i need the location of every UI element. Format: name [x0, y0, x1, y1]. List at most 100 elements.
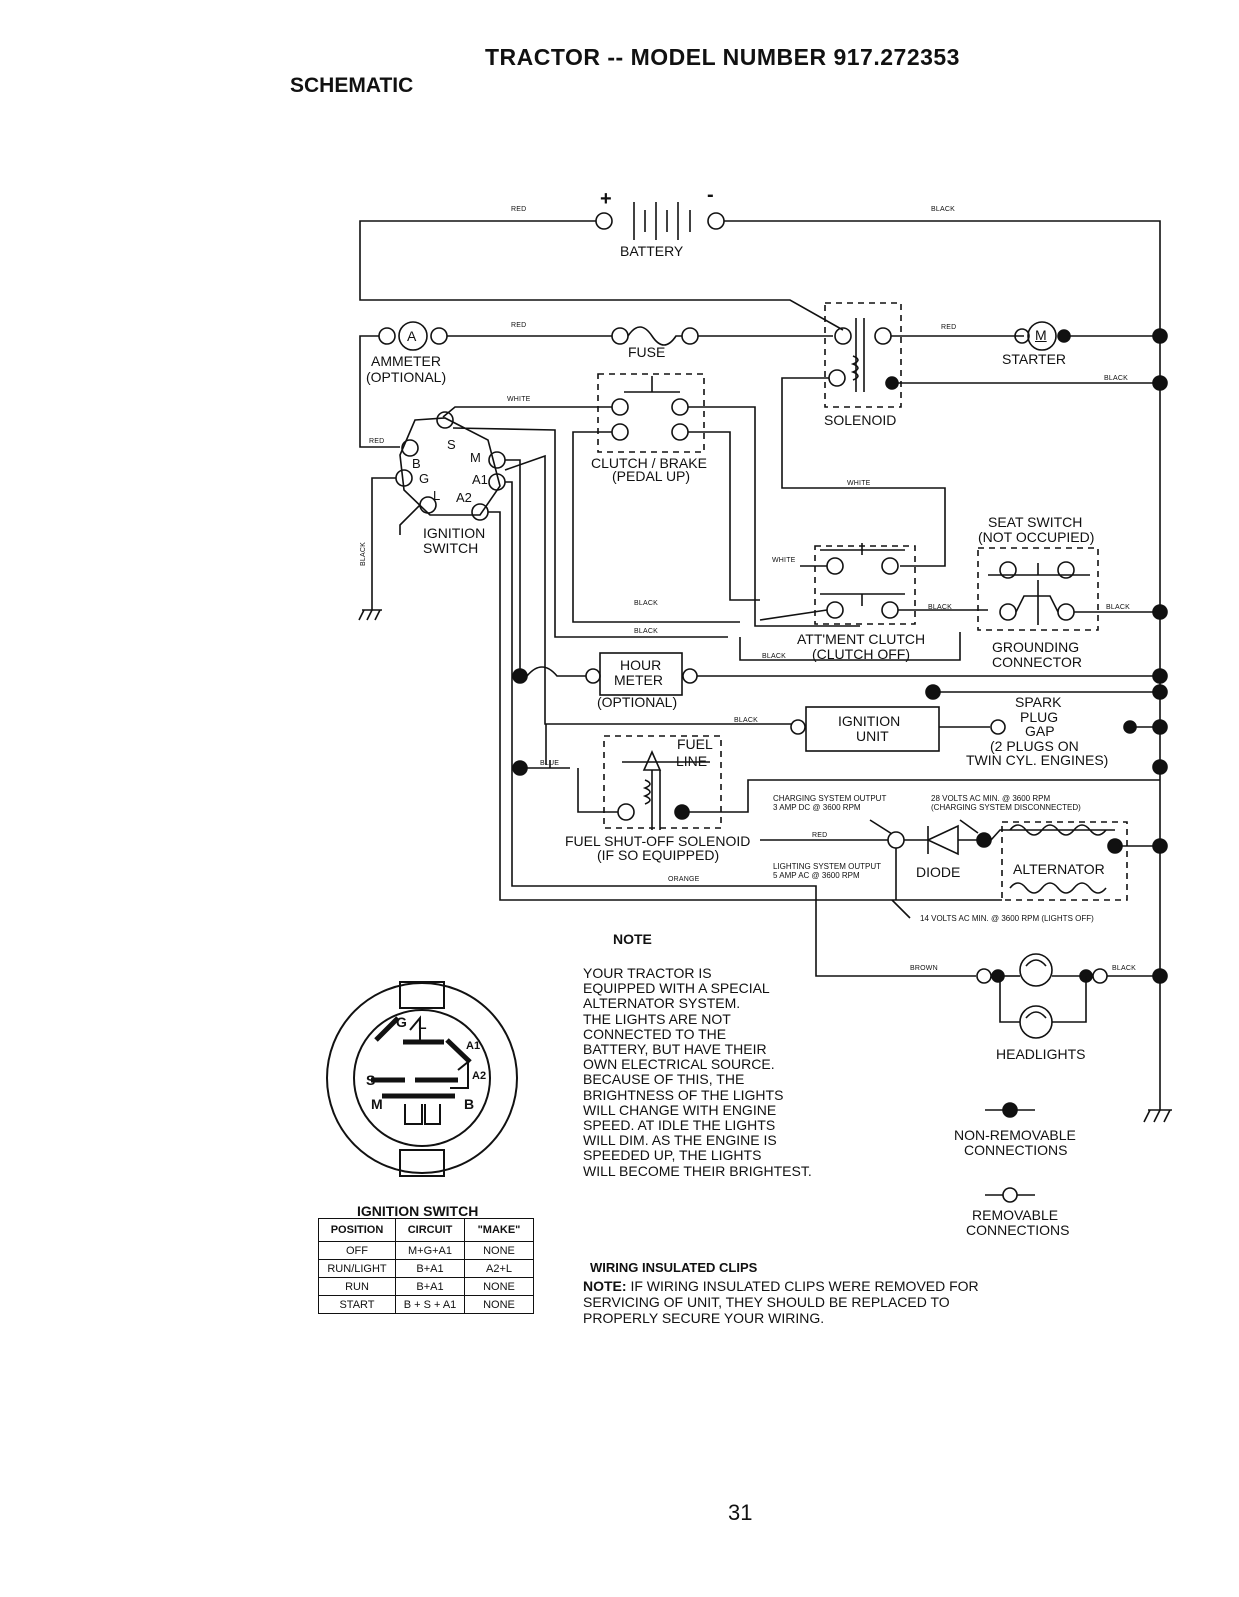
non-removable-label: NON-REMOVABLE [954, 1127, 1076, 1143]
table-cell: RUN/LIGHT [318, 1259, 396, 1278]
page-subtitle: SCHEMATIC [290, 74, 414, 97]
table-cell: START [318, 1295, 396, 1314]
table-header: POSITION [318, 1218, 396, 1242]
note-line: SPEED. AT IDLE THE LIGHTS [583, 1117, 776, 1134]
ignition-switch-symbol [395, 411, 506, 521]
term-a1: A1 [472, 472, 488, 487]
clips-line: IF WIRING INSULATED CLIPS WERE REMOVED F… [626, 1278, 979, 1294]
battery-symbol [595, 202, 725, 240]
note-line: BECAUSE OF THIS, THE [583, 1071, 745, 1088]
table-cell: B+A1 [395, 1277, 465, 1296]
table-row: START B + S + A1 NONE [318, 1295, 534, 1314]
wire-label-black: BLACK [360, 542, 367, 566]
fuel-line-label2: LINE [676, 753, 708, 769]
wire-label-white: WHITE [507, 396, 531, 403]
seat-switch-sub: (NOT OCCUPIED) [978, 529, 1095, 545]
term-b: B [412, 456, 421, 471]
table-cell: NONE [464, 1241, 534, 1260]
ignition-table-title: IGNITION SWITCH [357, 1203, 479, 1219]
removable-label: REMOVABLE [972, 1207, 1059, 1223]
term-a2: A2 [456, 490, 472, 505]
wire-label-orange: ORANGE [668, 876, 700, 883]
page-number: 31 [728, 1500, 753, 1525]
wire-label-black: BLACK [928, 604, 952, 611]
conn-m: M [371, 1096, 383, 1112]
note-line: SPEEDED UP, THE LIGHTS [583, 1147, 762, 1164]
wire-label-black: BLACK [762, 653, 786, 660]
term-s: S [447, 437, 456, 452]
fuse-label: FUSE [628, 344, 666, 360]
grounding-label2: CONNECTOR [992, 654, 1082, 670]
wire-label-black: BLACK [634, 628, 658, 635]
term-g: G [419, 471, 430, 486]
spark-label5: TWIN CYL. ENGINES) [966, 752, 1109, 768]
ignition-unit-label: IGNITION [838, 713, 901, 729]
seat-switch-label: SEAT SWITCH [988, 514, 1083, 530]
conn-a2: A2 [472, 1070, 487, 1082]
conn-a1: A1 [466, 1040, 481, 1052]
note-line: OWN ELECTRICAL SOURCE. [583, 1056, 775, 1073]
ammeter-label: AMMETER [371, 353, 441, 369]
note-line: ALTERNATOR SYSTEM. [583, 995, 741, 1012]
page-title: TRACTOR -- MODEL NUMBER 917.272353 [485, 44, 960, 70]
clips-note: NOTE: IF WIRING INSULATED CLIPS WERE REM… [583, 1278, 979, 1326]
wire-label-black: BLACK [1106, 604, 1130, 611]
clips-note-label: NOTE: [583, 1278, 627, 1294]
starter-letter: M [1035, 327, 1047, 343]
wire-label-red: RED [511, 322, 527, 329]
note-line: CONNECTED TO THE [583, 1025, 727, 1042]
fuel-solenoid-label: FUEL SHUT-OFF SOLENOID [565, 833, 751, 849]
conn-s: S [366, 1072, 376, 1088]
conn-b: B [464, 1096, 475, 1112]
conn-g: G [396, 1014, 407, 1030]
table-header-row: POSITION CIRCUIT "MAKE" [318, 1218, 534, 1242]
charge-output-value: 3 AMP DC @ 3600 RPM [773, 803, 861, 812]
table-cell: B + S + A1 [395, 1295, 465, 1314]
clutch-brake-label: CLUTCH / BRAKE [591, 455, 707, 471]
wire-label-blue: BLUE [540, 760, 560, 767]
note-line: EQUIPPED WITH A SPECIAL [583, 980, 770, 997]
attachment-clutch-sub: (CLUTCH OFF) [812, 646, 910, 662]
hour-meter-optional: (OPTIONAL) [597, 694, 678, 710]
ignition-switch-table: POSITION CIRCUIT "MAKE" OFF M+G+A1 NONE … [318, 1218, 534, 1314]
note-line: THE LIGHTS ARE NOT [583, 1010, 731, 1027]
table-cell: A2+L [464, 1259, 534, 1278]
alternator-note: NOTE YOUR TRACTOR IS EQUIPPED WITH A SPE… [583, 931, 812, 1179]
battery-label: BATTERY [620, 243, 684, 259]
table-header: "MAKE" [464, 1218, 534, 1242]
lighting-output-label: LIGHTING SYSTEM OUTPUT [773, 862, 882, 871]
hour-meter-label: HOUR [620, 657, 662, 673]
note-line: WILL DIM. AS THE ENGINE IS [583, 1132, 777, 1149]
table-row: OFF M+G+A1 NONE [318, 1241, 534, 1260]
starter-label: STARTER [1002, 351, 1067, 367]
wire-label-black: BLACK [634, 600, 658, 607]
fuel-line-label: FUEL [677, 736, 713, 752]
hour-meter-label2: METER [614, 672, 663, 688]
note-line: BRIGHTNESS OF THE LIGHTS [583, 1086, 784, 1103]
wire-label-black: BLACK [931, 206, 955, 213]
table-cell: NONE [464, 1277, 534, 1296]
wire-label-white: WHITE [847, 480, 871, 487]
charge-output-label: CHARGING SYSTEM OUTPUT [773, 794, 887, 803]
conn-l: L [418, 1016, 427, 1032]
removable-label2: CONNECTIONS [966, 1222, 1070, 1238]
table-cell: NONE [464, 1295, 534, 1314]
wire-label-red: RED [812, 832, 828, 839]
note-line: WILL CHANGE WITH ENGINE [583, 1101, 777, 1118]
alternator-label: ALTERNATOR [1013, 861, 1105, 877]
v28-sub: (CHARGING SYSTEM DISCONNECTED) [931, 803, 1081, 812]
clutch-brake-sub: (PEDAL UP) [612, 468, 691, 484]
wire-label-red: RED [511, 206, 527, 213]
ignition-switch-label: IGNITION [423, 525, 486, 541]
wire-label-black: BLACK [1112, 965, 1136, 972]
headlights-label: HEADLIGHTS [996, 1046, 1086, 1062]
clips-line: PROPERLY SECURE YOUR WIRING. [583, 1310, 825, 1326]
term-m: M [470, 450, 481, 465]
table-row: RUN B+A1 NONE [318, 1277, 534, 1296]
clips-line: SERVICING OF UNIT, THEY SHOULD BE REPLAC… [583, 1294, 950, 1310]
table-cell: M+G+A1 [395, 1241, 465, 1260]
v28-label: 28 VOLTS AC MIN. @ 3600 RPM [931, 794, 1051, 803]
v14-label: 14 VOLTS AC MIN. @ 3600 RPM (LIGHTS OFF) [920, 914, 1094, 923]
table-header: CIRCUIT [395, 1218, 465, 1242]
